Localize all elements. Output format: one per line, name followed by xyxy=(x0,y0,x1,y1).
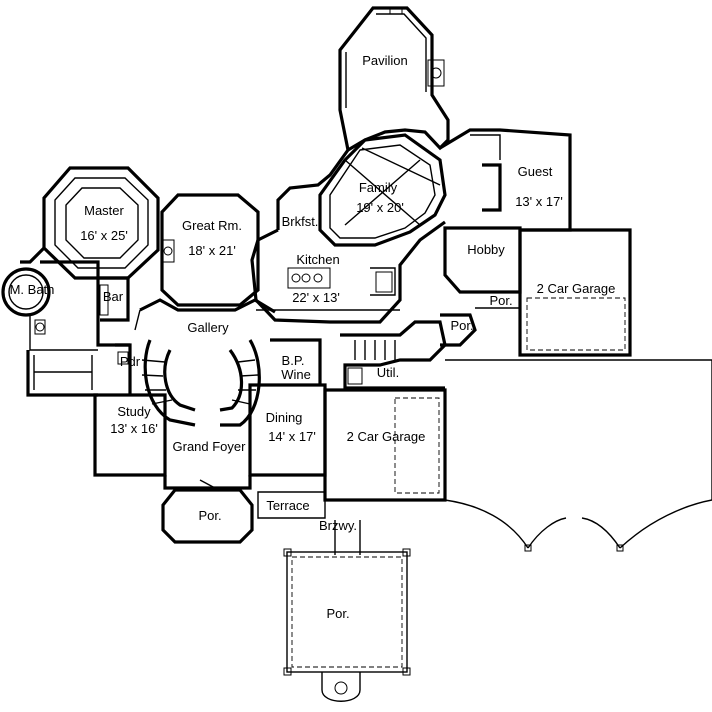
bar-label: Bar xyxy=(103,289,124,304)
pdr-label: Pdr xyxy=(120,354,141,369)
foyer-porch xyxy=(161,475,326,544)
driveway-gate xyxy=(444,359,712,552)
garage-right-label: 2 Car Garage xyxy=(537,281,616,296)
great-room xyxy=(160,193,260,307)
breezeway-porch xyxy=(283,520,411,702)
gallery-stairs xyxy=(134,298,276,427)
pavilion-room xyxy=(338,6,450,153)
m-bath-label: M. Bath xyxy=(10,282,55,297)
great-rm-label: Great Rm. xyxy=(182,218,242,233)
study-label: Study xyxy=(117,404,151,419)
fireplace xyxy=(427,59,445,87)
util-label: Util. xyxy=(377,365,399,380)
kitchen-island xyxy=(287,267,331,289)
family-label: Family xyxy=(359,180,398,195)
garage-center-label: 2 Car Garage xyxy=(347,429,426,444)
bar-room xyxy=(98,276,130,322)
grand-foyer-label: Grand Foyer xyxy=(173,439,247,454)
guest-label: Guest xyxy=(518,164,553,179)
gallery-label: Gallery xyxy=(187,320,229,335)
master-label: Master xyxy=(84,203,124,218)
dining-size-label: 14' x 17' xyxy=(268,429,316,444)
closet-left xyxy=(26,350,98,397)
dining-label: Dining xyxy=(266,410,303,425)
guest-hobby-garage xyxy=(439,128,632,357)
master-bath xyxy=(1,260,130,351)
terrace-label: Terrace xyxy=(266,498,309,513)
center-garage xyxy=(323,388,447,502)
utility-stairs xyxy=(340,320,447,390)
kitchen-label: Kitchen xyxy=(296,252,339,267)
family-kitchen-block xyxy=(250,133,447,324)
kitchen-size-label: 22' x 13' xyxy=(292,290,340,305)
study-size-label: 13' x 16' xyxy=(110,421,158,436)
bp-label: B.P. xyxy=(282,353,305,368)
master-size-label: 16' x 25' xyxy=(80,228,128,243)
guest-size-label: 13' x 17' xyxy=(515,194,563,209)
por-right-b-label: Por. xyxy=(450,318,473,333)
fireplace xyxy=(161,239,175,263)
great-rm-size-label: 18' x 21' xyxy=(188,243,236,258)
wine-label: Wine xyxy=(281,367,311,382)
family-size-label: 19' x 20' xyxy=(356,200,404,215)
por-front-label: Por. xyxy=(198,508,221,523)
por-bottom-label: Por. xyxy=(326,606,349,621)
hobby-label: Hobby xyxy=(467,242,505,257)
brzwy-label: Brzwy. xyxy=(319,518,357,533)
pavilion-label: Pavilion xyxy=(362,53,408,68)
brkfst-label: Brkfst. xyxy=(282,214,319,229)
por-right-a-label: Por. xyxy=(489,293,512,308)
